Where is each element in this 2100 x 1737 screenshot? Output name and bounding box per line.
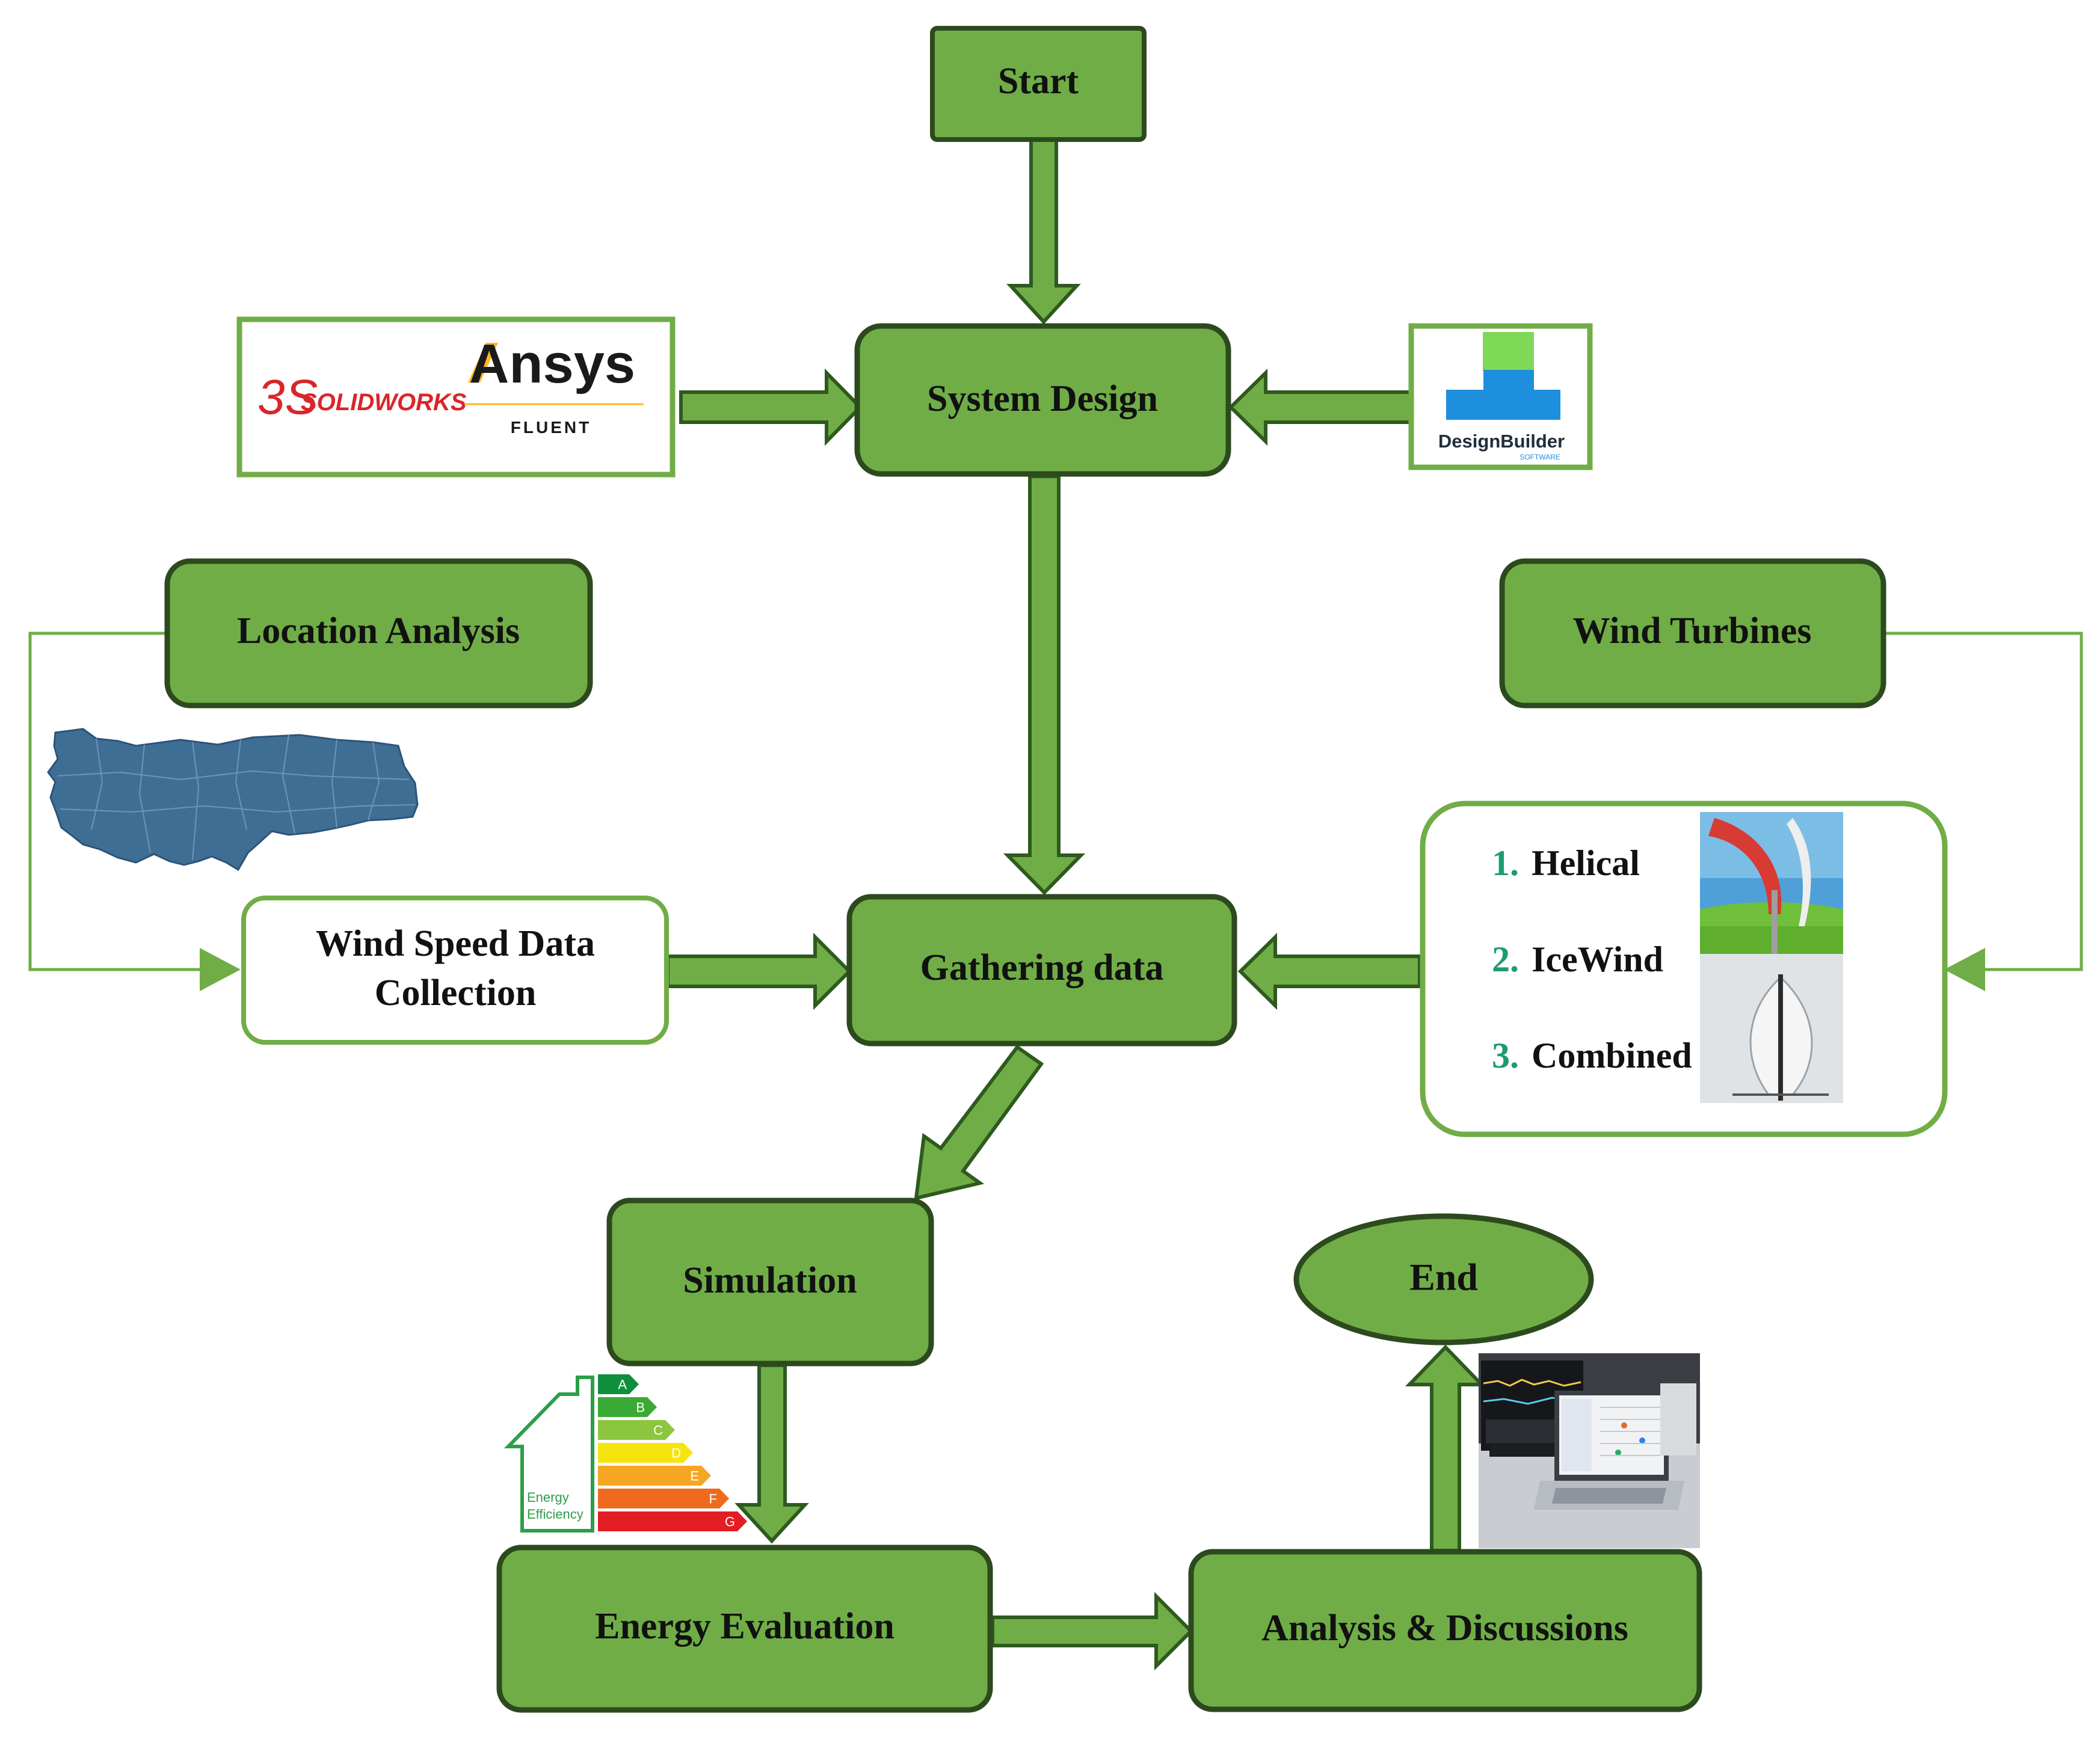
- start-box: Start: [930, 26, 1147, 142]
- energy-grade-letter-c: C: [653, 1423, 663, 1438]
- solidworks-mark: 3S: [257, 370, 318, 425]
- turbine-types-panel: 1. Helical 2. IceWind 3. Combined: [1420, 801, 1948, 1137]
- location-analysis-box: Location Analysis: [164, 558, 593, 709]
- ansys-chevron: [468, 343, 498, 383]
- energy-grade-letter-f: F: [709, 1492, 717, 1507]
- energy-caption-line2: Efficiency: [527, 1507, 584, 1522]
- ansys-wordmark: Ansys: [469, 333, 635, 395]
- energy-grade-bar-a: [598, 1374, 639, 1394]
- energy-grade-bar-f: [598, 1489, 729, 1508]
- connector-turbines-to-list: [1883, 632, 2083, 991]
- turbine-number-1: 1.: [1492, 843, 1519, 883]
- solidworks-wordmark: SOLIDWORKS: [301, 389, 467, 416]
- wind-speed-data-box: Wind Speed Data Collection: [241, 896, 669, 1045]
- energy-grade-bar-d: [598, 1443, 693, 1463]
- energy-evaluation-box: Energy Evaluation: [496, 1545, 993, 1713]
- designbuilder-mark-base: [1446, 370, 1560, 420]
- energy-evaluation-label: Energy Evaluation: [595, 1606, 895, 1647]
- arrow-turbines-to-gathering: [1237, 932, 1421, 1010]
- helical-turbine-image: [1700, 812, 1843, 954]
- turbine-item-icewind: 2. IceWind: [1492, 939, 1663, 979]
- simulation-label: Simulation: [683, 1260, 857, 1301]
- wind-speed-label-line2: Collection: [375, 973, 537, 1013]
- icewind-turbine-image: [1700, 954, 1843, 1103]
- system-design-box: System Design: [854, 323, 1231, 477]
- turbine-item-helical: 1. Helical: [1492, 843, 1640, 883]
- energy-grade-letter-e: E: [690, 1469, 699, 1484]
- connector-location-to-windspeed: [28, 632, 241, 991]
- fluent-wordmark: FLUENT: [511, 418, 591, 437]
- arrow-software-to-design: [679, 368, 863, 446]
- wind-speed-label-line1: Wind Speed Data: [316, 923, 595, 964]
- energy-grade-letter-d: D: [671, 1446, 681, 1461]
- arrow-simulation-to-energy: [734, 1363, 809, 1544]
- end-oval: End: [1293, 1213, 1594, 1345]
- energy-grade-letter-g: G: [725, 1514, 735, 1529]
- designbuilder-mark-top: [1483, 332, 1534, 371]
- arrow-energy-to-analysis: [991, 1591, 1194, 1671]
- gathering-data-label: Gathering data: [920, 947, 1164, 988]
- analysis-discussions-label: Analysis & Discussions: [1261, 1608, 1628, 1649]
- location-analysis-label: Location Analysis: [237, 610, 520, 651]
- arrow-start-to-design: [1006, 138, 1081, 325]
- turbine-name-icewind: IceWind: [1532, 939, 1663, 979]
- arrow-designbuilder-to-design: [1228, 368, 1413, 446]
- start-label: Start: [998, 61, 1079, 102]
- energy-grade-bar-e: [598, 1466, 711, 1486]
- ansys-logo: Ansys FLUENT: [464, 333, 644, 437]
- system-design-label: System Design: [927, 378, 1158, 419]
- turbine-name-helical: Helical: [1532, 843, 1640, 883]
- turkey-map-image: [47, 728, 419, 872]
- province-borders: [57, 734, 416, 861]
- energy-grade-letter-b: B: [636, 1400, 645, 1415]
- simulation-box: Simulation: [606, 1197, 934, 1367]
- cad-cfd-software-logos: 3S SOLIDWORKS Ansys FLUENT: [236, 316, 676, 478]
- energy-grade-bar-b: [598, 1397, 657, 1417]
- energy-caption-line1: Energy: [527, 1490, 569, 1505]
- solidworks-logo: 3S SOLIDWORKS: [257, 370, 467, 425]
- turbine-number-2: 2.: [1492, 939, 1519, 979]
- arrow-analysis-to-end: [1405, 1344, 1486, 1552]
- energy-grade-letter-a: A: [618, 1377, 627, 1392]
- wind-turbines-box: Wind Turbines: [1499, 558, 1886, 709]
- arrow-gathering-to-simulation: [914, 1044, 1044, 1201]
- turbine-number-3: 3.: [1492, 1036, 1519, 1075]
- turbine-name-combined: Combined: [1532, 1036, 1692, 1075]
- analysis-discussions-box: Analysis & Discussions: [1188, 1549, 1702, 1712]
- energy-grade-bar-c: [598, 1420, 675, 1440]
- arrow-windspeed-to-gathering: [666, 932, 852, 1010]
- energy-grade-bar-g: [598, 1511, 747, 1531]
- analysis-laptop-image: [1479, 1353, 1700, 1548]
- designbuilder-logo: DesignBuilder SOFTWARE: [1408, 323, 1593, 470]
- end-label: End: [1409, 1256, 1478, 1299]
- designbuilder-wordmark: DesignBuilder: [1438, 431, 1565, 452]
- arrow-design-to-gathering: [1003, 475, 1086, 896]
- designbuilder-subtitle: SOFTWARE: [1520, 453, 1560, 461]
- gathering-data-box: Gathering data: [846, 894, 1237, 1047]
- turbine-item-combined: 3. Combined: [1492, 1036, 1692, 1075]
- wind-turbines-label: Wind Turbines: [1573, 610, 1812, 651]
